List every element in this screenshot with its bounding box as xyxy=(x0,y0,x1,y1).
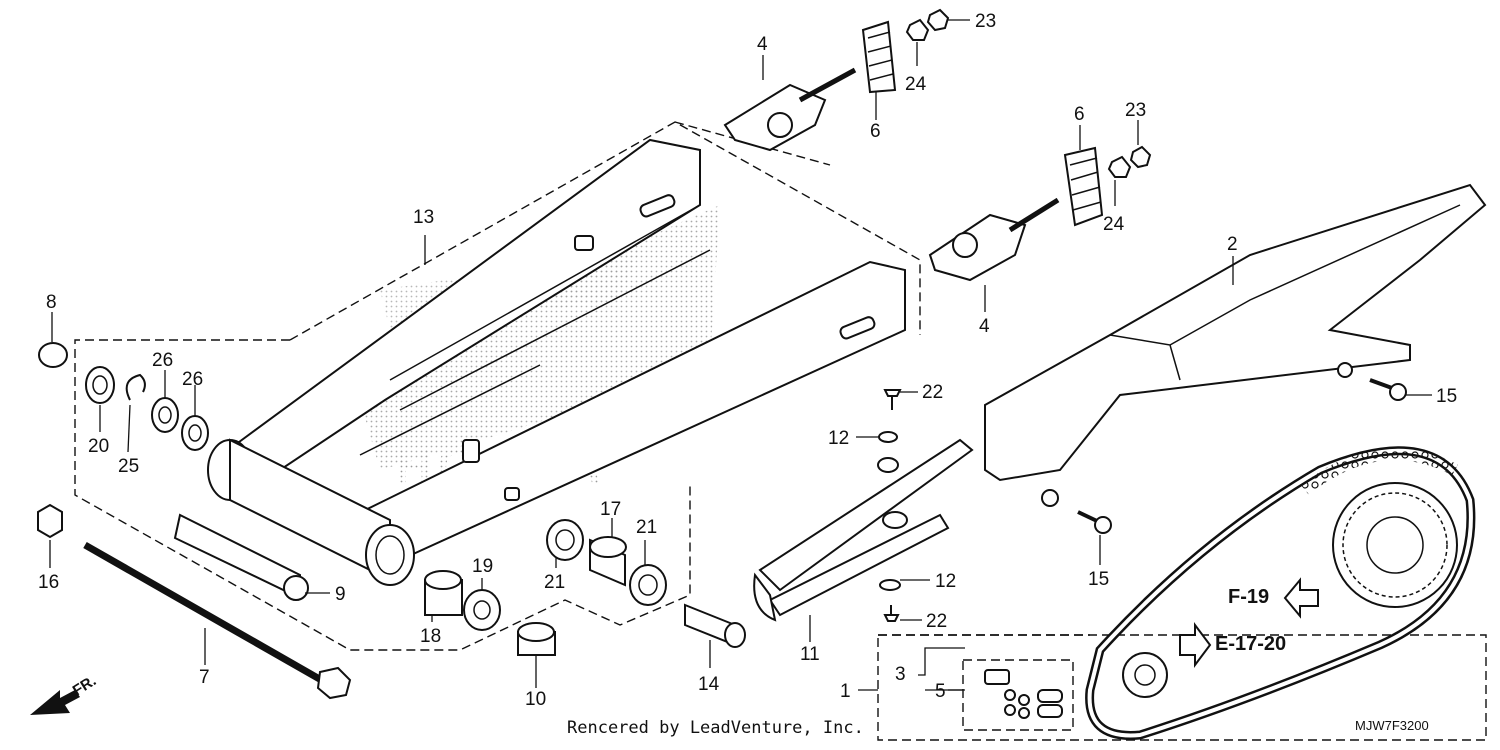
callout-25: 25 xyxy=(118,456,139,477)
callout-1: 1 xyxy=(840,681,851,702)
group-outlines xyxy=(74,121,1487,741)
callout-26-right: 26 xyxy=(182,369,203,390)
callout-23-lower: 23 xyxy=(1125,100,1146,121)
callout-7: 7 xyxy=(199,667,210,688)
callout-12-upper: 12 xyxy=(828,428,849,449)
callout-11: 11 xyxy=(800,644,820,665)
reference-e17-20: E-17-20 xyxy=(1215,633,1286,655)
callout-12-lower: 12 xyxy=(935,571,956,592)
callout-6-lower: 6 xyxy=(1074,104,1085,125)
callout-19: 19 xyxy=(472,556,493,577)
callout-24-lower: 24 xyxy=(1103,214,1125,235)
chain-adjuster-upper xyxy=(723,67,857,152)
callout-3: 3 xyxy=(895,664,906,685)
callout-20: 20 xyxy=(88,436,109,457)
callout-8: 8 xyxy=(46,292,57,313)
diagram-code: MJW7F3200 xyxy=(1355,718,1429,733)
callout-16: 16 xyxy=(38,572,59,593)
callout-24-upper: 24 xyxy=(905,74,927,95)
nuts-23-24 xyxy=(905,8,1152,178)
callout-21-left: 21 xyxy=(544,572,565,593)
callout-9: 9 xyxy=(335,584,346,605)
fasteners xyxy=(878,378,1407,622)
callout-18: 18 xyxy=(420,626,441,647)
callout-4-lower: 4 xyxy=(979,316,990,337)
callout-5: 5 xyxy=(935,681,946,702)
pivot-parts xyxy=(37,342,352,700)
reference-arrow-icon xyxy=(1179,577,1319,668)
callout-15-lower: 15 xyxy=(1088,569,1109,590)
callout-14: 14 xyxy=(698,674,720,695)
chain-adjuster-lower xyxy=(928,197,1060,282)
adjuster-plate-lower xyxy=(1063,146,1104,227)
bearings-collars xyxy=(424,519,746,656)
chain-slider xyxy=(753,438,974,622)
callout-2: 2 xyxy=(1227,234,1238,255)
leader-lines xyxy=(49,19,1432,691)
swingarm xyxy=(207,138,906,586)
callout-4-upper: 4 xyxy=(757,34,768,55)
chain-case xyxy=(984,183,1487,507)
callout-22-lower: 22 xyxy=(926,611,947,632)
callout-22-upper: 22 xyxy=(922,382,943,403)
callouts: 1 2 3 4 4 5 6 6 7 8 9 10 11 12 12 13 14 … xyxy=(38,11,1457,710)
callout-15-upper: 15 xyxy=(1436,386,1457,407)
callout-17: 17 xyxy=(600,499,621,520)
front-direction-arrow-icon xyxy=(30,690,80,715)
callout-6-upper: 6 xyxy=(870,121,881,142)
render-credit: Rencered by LeadVenture, Inc. xyxy=(567,718,864,738)
callout-13: 13 xyxy=(413,207,434,228)
drive-chain-set xyxy=(984,446,1476,740)
callout-26-left: 26 xyxy=(152,350,173,371)
reference-f19: F-19 xyxy=(1228,586,1269,608)
adjuster-plate-upper xyxy=(861,20,897,94)
callout-10: 10 xyxy=(525,689,546,710)
callout-23-upper: 23 xyxy=(975,11,996,32)
callout-21-right: 21 xyxy=(636,517,657,538)
